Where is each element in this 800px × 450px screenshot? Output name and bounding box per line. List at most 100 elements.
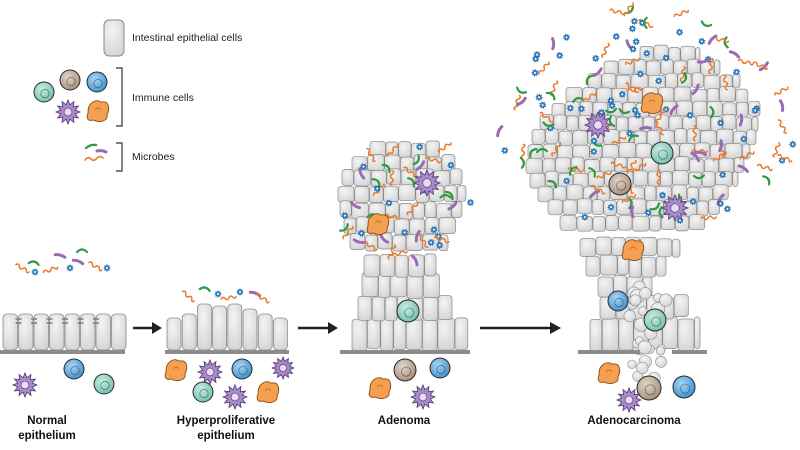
epithelial-cell: [529, 172, 546, 189]
immune-cell-purple: [409, 383, 437, 411]
epithelial-cell: [422, 273, 440, 298]
label-hyperproliferative-line2: epithelium: [197, 430, 255, 442]
microbe-blue: [716, 118, 725, 127]
microbe-blue: [632, 37, 640, 46]
microbe-orange: [679, 66, 687, 83]
label-normal-line2: epithelium: [18, 430, 76, 442]
microbe-blue: [689, 197, 698, 206]
microbe-blue: [643, 49, 651, 58]
immune-cell-blue: [672, 375, 696, 399]
epithelial-cell: [635, 143, 653, 159]
microbe-green: [709, 105, 715, 119]
epithelial-cell: [257, 313, 273, 351]
epithelial-cell: [566, 184, 584, 201]
epithelial-cell: [722, 114, 737, 130]
adenocarcinoma-microbes: [496, 2, 797, 225]
microbe-orange: [772, 141, 781, 158]
epithelial-cell: [660, 171, 673, 187]
microbe-green: [608, 115, 616, 128]
microbe-blue: [630, 17, 639, 26]
immune-cell-teal: [192, 381, 214, 403]
epithelial-cell: [181, 313, 197, 351]
invading-cell: [637, 340, 652, 355]
epithelial-cell: [398, 184, 416, 202]
stage-adenocarcinoma: [496, 2, 797, 414]
label-hyperproliferative-line1: Hyperproliferative: [177, 415, 275, 427]
epithelial-cell: [341, 169, 354, 186]
epithelial-cell: [746, 129, 757, 146]
epithelial-cell: [570, 156, 585, 173]
microbe-orange: [567, 166, 584, 173]
epithelial-cell: [2, 313, 18, 351]
microbe-orange: [549, 80, 559, 96]
epithelial-cell: [618, 142, 636, 158]
immune-cell-orange: [597, 362, 621, 384]
microbe-green: [338, 223, 349, 232]
immune-cell-purple: [221, 383, 249, 411]
epithelial-cell: [732, 171, 739, 188]
legend-microbes-bracket: [116, 142, 123, 172]
epithelial-cell: [601, 318, 619, 351]
progression-arrow-2: [298, 322, 338, 334]
microbe-orange: [655, 108, 666, 123]
epithelial-cell: [562, 199, 578, 216]
microbe-blue: [102, 263, 112, 273]
epithelial-cell: [677, 318, 695, 352]
epithelial-cell: [696, 115, 711, 131]
epithelial-cell: [422, 296, 439, 321]
immune-cell-blue: [607, 290, 629, 312]
microbe-green: [444, 190, 454, 201]
microbe-green: [516, 86, 528, 94]
microbe-orange: [590, 184, 606, 195]
microbe-orange: [756, 163, 773, 172]
microbe-purple: [694, 150, 707, 157]
microbe-orange: [389, 169, 395, 187]
legend-microbes-label: Microbes: [132, 151, 175, 163]
microbe-green: [627, 196, 633, 210]
microbe-green: [649, 202, 661, 211]
legend: Intestinal epithelial cells Immune cells…: [33, 19, 242, 172]
microbe-purple: [53, 253, 67, 259]
epithelial-cell: [343, 217, 357, 235]
normal-microbes: [15, 248, 112, 277]
epithelial-cell: [588, 170, 605, 187]
microbe-purple: [639, 125, 653, 131]
label-adenocarcinoma: Adenocarcinoma: [587, 415, 681, 427]
microbe-blue: [577, 105, 586, 113]
epithelial-cell: [599, 156, 615, 173]
epithelial-cell: [732, 72, 741, 89]
microbe-purple: [410, 254, 419, 267]
epithelial-cell: [438, 217, 456, 234]
invading-cell: [629, 294, 642, 307]
epithelial-cell: [543, 143, 558, 160]
immune-cell-orange: [366, 213, 390, 235]
epithelial-cell: [585, 255, 601, 277]
microbe-blue: [723, 205, 732, 213]
epithelial-cell: [555, 157, 572, 174]
epithelial-cell: [735, 88, 749, 105]
microbe-green: [692, 174, 706, 180]
epithelial-cell: [553, 114, 567, 131]
microbe-orange: [433, 235, 450, 244]
epithelial-cell: [392, 234, 407, 252]
microbe-blue: [533, 50, 542, 59]
hyperproliferative-epithelial-cells: [166, 303, 288, 351]
epithelial-cell: [438, 295, 453, 320]
microbe-orange: [582, 92, 597, 103]
microbe-green: [700, 20, 713, 27]
microbe-orange: [708, 57, 715, 75]
microbe-green: [643, 16, 648, 29]
microbe-orange: [513, 94, 522, 111]
epithelial-cell: [354, 186, 370, 203]
immune-cell-blue: [86, 71, 108, 93]
epithelial-cell: [714, 59, 721, 76]
microbe-blue: [357, 229, 366, 237]
microbe-blue: [531, 68, 540, 77]
microbe-blue: [589, 136, 598, 145]
microbe-green: [545, 91, 556, 101]
microbe-orange: [418, 234, 429, 248]
epithelial-cell: [579, 238, 596, 257]
microbe-orange: [42, 266, 59, 274]
